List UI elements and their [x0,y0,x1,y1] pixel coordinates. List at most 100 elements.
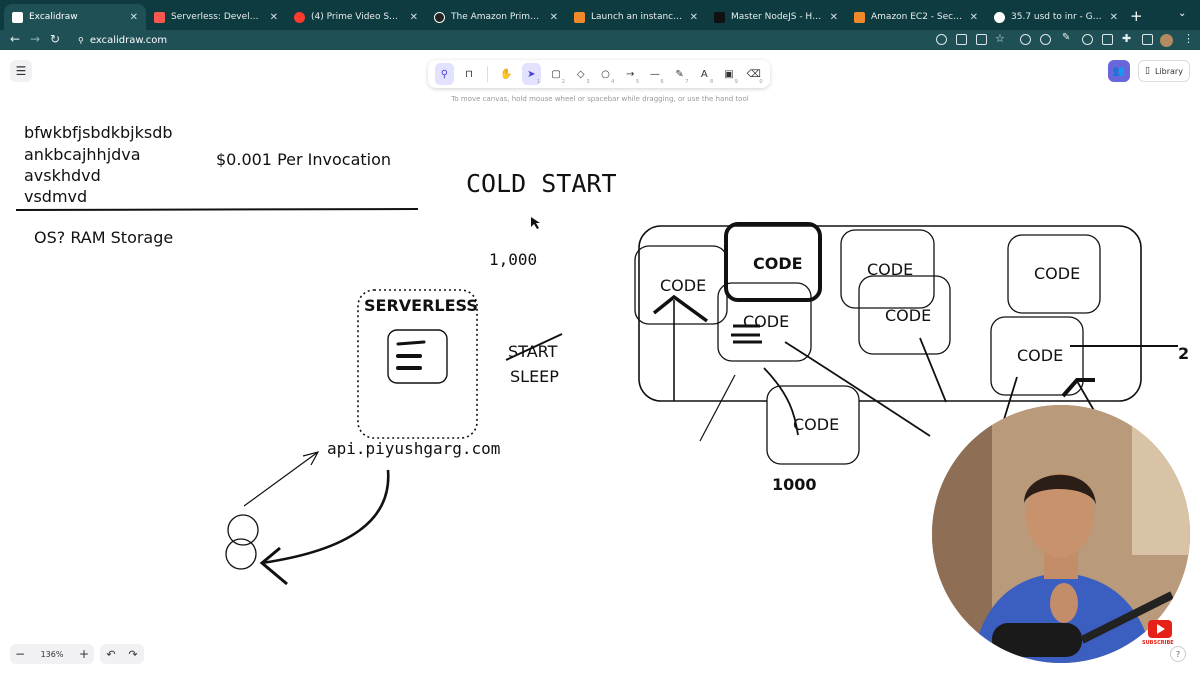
close-tab-icon[interactable]: ✕ [689,11,698,23]
number-two-text[interactable]: 2 [1178,344,1189,363]
address-bar[interactable]: ⚲ excalidraw.com [78,32,167,48]
main-menu-button[interactable]: ☰ [10,60,32,82]
reload-icon[interactable]: ↻ [50,32,61,46]
undo-icon[interactable]: ↶ [106,647,116,661]
start-text[interactable]: START [508,342,558,361]
help-button[interactable]: ? [1170,646,1186,662]
close-tab-icon[interactable]: ✕ [829,11,838,23]
tool-arrow[interactable]: →5 [620,63,640,86]
tab-search-chevron-icon[interactable]: ⌄ [1178,8,1187,19]
google-lens-icon[interactable] [936,34,947,45]
tool-hand[interactable]: ✋ [497,63,517,85]
connector-line[interactable] [784,341,931,437]
side-panel-icon[interactable] [1142,34,1153,45]
function-box[interactable] [387,329,448,384]
note-line-3[interactable]: avskhdvd [24,166,101,185]
user-head-circle[interactable] [227,514,259,546]
browser-menu-icon[interactable]: ⋮ [1183,32,1194,45]
cold-start-title[interactable]: COLD START [466,169,617,198]
tool-rectangle[interactable]: ▢2 [546,63,566,86]
library-button[interactable]: ▯ Library [1138,60,1190,82]
code-label[interactable]: CODE [660,276,706,295]
code-label[interactable]: CODE [793,415,839,434]
extension-icon[interactable] [1102,34,1113,45]
note-line-4[interactable]: vsdmvd [24,187,87,206]
response-arrow[interactable] [261,469,390,565]
code-box-6[interactable] [1007,234,1101,314]
code-label[interactable]: CODE [867,260,913,279]
divider-line[interactable] [15,208,419,211]
new-tab-icon[interactable]: + [1130,7,1143,25]
api-domain-text[interactable]: api.piyushgarg.com [327,439,500,458]
redo-icon[interactable]: ↷ [128,647,138,661]
share-page-icon[interactable] [976,34,987,45]
close-tab-icon[interactable]: ✕ [409,11,418,23]
code-box-5[interactable] [858,275,951,355]
tab-launch-instance[interactable]: Launch an instance | EC2 M ✕ [566,4,706,30]
note-line-2[interactable]: ankbcajhhjdva [24,145,141,164]
tab-reddit-prime-video[interactable]: (4) Prime Video Switched fr ✕ [286,4,426,30]
tool-diamond[interactable]: ◇3 [571,63,591,86]
open-in-app-icon[interactable] [956,34,967,45]
tab-amazon-prime-video[interactable]: The Amazon Prime Video M ✕ [426,4,566,30]
tool-lock[interactable]: ⚲ [434,63,455,85]
tool-draw[interactable]: ✎7 [670,63,690,86]
code-box-4[interactable] [840,229,935,309]
pen-extension-icon[interactable]: ✎ [1062,32,1071,43]
zoom-in-button[interactable]: + [78,647,90,661]
code-label[interactable]: CODE [885,306,931,325]
strike-through-line[interactable] [505,333,563,361]
close-tab-icon[interactable]: ✕ [549,11,558,23]
note-line-1[interactable]: bfwkbfjsbdkbjksdb [24,123,173,142]
live-collaboration-button[interactable]: 👥 [1108,60,1130,82]
tool-ellipse[interactable]: ○4 [596,63,616,86]
request-arrow[interactable] [243,451,319,507]
sleep-text[interactable]: SLEEP [510,367,559,386]
connector-line[interactable] [699,374,736,442]
code-label[interactable]: CODE [1017,346,1063,365]
close-tab-icon[interactable]: ✕ [269,11,278,23]
drawing-layer[interactable]: bfwkbfjsbdkbjksdb ankbcajhhjdva avskhdvd… [0,50,1200,675]
extension-icon[interactable] [1020,34,1031,45]
forward-arrow-icon[interactable]: → [30,32,41,46]
tool-eraser[interactable]: ⌫0 [744,63,764,86]
code-box-7[interactable] [990,316,1084,396]
excalidraw-canvas[interactable]: bfwkbfjsbdkbjksdb ankbcajhhjdva avskhdvd… [0,50,1200,675]
tool-selection[interactable]: ➤1 [521,63,542,85]
tab-amazon-ec2[interactable]: Amazon EC2 - Secure and re ✕ [846,4,986,30]
response-arrow-head[interactable] [259,546,288,586]
handwritten-1000[interactable]: 1000 [772,475,817,494]
bookmark-star-icon[interactable]: ☆ [995,32,1005,45]
site-info-icon[interactable]: ⚲ [78,35,84,45]
count-1000-text[interactable]: 1,000 [489,250,537,269]
close-tab-icon[interactable]: ✕ [129,11,138,23]
tab-master-nodejs[interactable]: Master NodeJS - Hindi ✕ [706,4,846,30]
close-tab-icon[interactable]: ✕ [969,11,978,23]
price-text[interactable]: $0.001 Per Invocation [216,150,391,169]
server-container[interactable] [638,225,1142,402]
serverless-label[interactable]: SERVERLESS [364,296,478,315]
code-label[interactable]: CODE [743,312,789,331]
profile-avatar[interactable] [1160,34,1173,47]
request-arrow-head[interactable] [302,451,320,466]
extensions-puzzle-icon[interactable]: ✚ [1122,32,1132,45]
tool-lock-unlocked[interactable]: ⊓ [459,63,479,85]
connector-line[interactable] [763,367,799,436]
code-box-2-selected[interactable] [724,222,822,302]
tab-excalidraw[interactable]: Excalidraw ✕ [4,4,146,30]
os-ram-storage-text[interactable]: OS? RAM Storage [34,228,173,247]
extension-icon[interactable] [1082,34,1093,45]
extension-icon[interactable] [1040,34,1051,45]
connector-arrow-head[interactable] [1061,378,1095,398]
code-box-3[interactable] [717,282,812,362]
connector-line[interactable] [919,337,947,403]
connector-arrow-head[interactable] [652,294,709,323]
code-label[interactable]: CODE [753,254,803,273]
tool-image[interactable]: ▣9 [719,63,739,86]
user-body-circle[interactable] [225,538,257,570]
tab-google-search[interactable]: 35.7 usd to inr - Google Sea ✕ [986,4,1126,30]
zoom-out-button[interactable]: − [14,647,26,661]
back-arrow-icon[interactable]: ← [10,32,21,46]
zoom-level[interactable]: 136% [40,649,64,659]
